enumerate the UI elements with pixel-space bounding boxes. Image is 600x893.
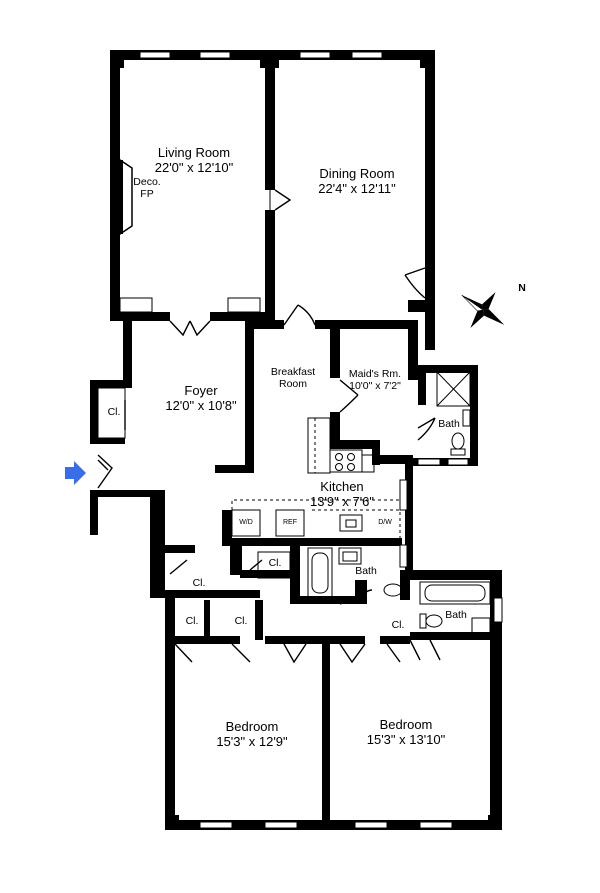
window	[447, 458, 469, 466]
window	[417, 458, 441, 466]
door-swing	[339, 589, 373, 605]
door-swing	[283, 643, 307, 664]
living-room-label: Living Room 22'0" x 12'10"	[154, 145, 234, 175]
door-swing	[409, 639, 441, 661]
window	[493, 597, 503, 623]
bath-label: Bath	[355, 565, 377, 577]
room-name: Room	[278, 377, 308, 390]
closet-label: Cl.	[192, 577, 206, 589]
room-name: Living Room	[157, 145, 231, 160]
window	[419, 821, 453, 829]
room-name: Dining Room	[319, 166, 395, 181]
room-name: Kitchen	[320, 479, 364, 494]
fireplace-label: Deco. FP	[133, 176, 161, 201]
door-swing	[174, 643, 193, 663]
toilet-icon	[425, 614, 443, 628]
kitchen-label: Kitchen 13'9" x 7'6"	[309, 479, 375, 509]
bathtub-icon	[419, 581, 491, 605]
foyer-label: Foyer 12'0" x 10'8"	[165, 383, 237, 413]
closet-label: Cl.	[185, 615, 199, 627]
window	[199, 51, 231, 59]
toilet-icon	[383, 583, 403, 597]
foyer-walls	[90, 320, 415, 535]
fireplace-line: Deco.	[133, 176, 161, 188]
window	[227, 297, 261, 313]
room-dimensions: 15'3" x 12'9"	[216, 733, 288, 749]
window	[399, 544, 408, 568]
sink-icon	[338, 547, 362, 565]
window	[199, 821, 233, 829]
compass-north-label: N	[518, 282, 526, 294]
door-swing	[231, 643, 251, 663]
window	[351, 51, 383, 59]
room-dimensions: 13'9" x 7'6"	[309, 493, 375, 509]
bedroom-walls	[165, 598, 502, 830]
entry-arrow-icon	[65, 461, 86, 485]
stove-icon	[329, 449, 363, 473]
closet-label: Cl.	[391, 619, 405, 631]
door-swing	[339, 379, 359, 413]
fireplace-line: FP	[140, 187, 154, 200]
door-swing	[339, 643, 366, 664]
maids-room-walls	[405, 320, 478, 466]
room-dimensions: 22'4" x 12'11"	[318, 180, 396, 196]
dining-room-walls	[265, 50, 435, 350]
room-name: Maid's Rm.	[348, 368, 402, 380]
door-swing	[417, 417, 436, 441]
room-dimensions: 12'0" x 10'8"	[165, 397, 237, 413]
double-door	[169, 320, 211, 337]
washer-dryer-icon	[231, 509, 261, 537]
sink-icon	[339, 514, 363, 532]
door-swing	[386, 643, 401, 663]
closet-label: Cl.	[234, 615, 248, 627]
toilet-icon	[451, 432, 465, 450]
bedroom-1-label: Bedroom 15'3" x 12'9"	[216, 719, 288, 749]
maids-room-label: Maid's Rm. 10'0" x 7'2"	[348, 368, 402, 393]
room-dimensions: 15'3" x 13'10"	[366, 731, 446, 747]
room-name: Bedroom	[379, 717, 433, 732]
kitchen-walls	[222, 320, 413, 575]
double-door	[274, 189, 292, 211]
window	[264, 821, 298, 829]
compass-icon	[461, 291, 505, 329]
window	[299, 51, 331, 59]
room-name: Breakfast	[270, 366, 316, 378]
dining-room-label: Dining Room 22'4" x 12'11"	[318, 166, 396, 196]
shower-icon	[436, 371, 471, 407]
room-name: Foyer	[184, 383, 218, 398]
closet-label: Cl.	[268, 557, 282, 569]
bath-label: Bath	[438, 418, 460, 430]
room-name: Bedroom	[225, 719, 279, 734]
entry-door	[97, 454, 113, 489]
dishwasher-label: D/W	[378, 519, 392, 526]
door-swing	[283, 304, 316, 326]
refrigerator-icon	[275, 509, 305, 537]
refrigerator-label: REF	[283, 519, 297, 526]
washer-dryer-label: W/D	[239, 519, 253, 526]
closet-label: Cl.	[107, 406, 121, 418]
window	[119, 297, 153, 313]
door-swing	[404, 267, 426, 299]
window	[354, 821, 388, 829]
bathtub-icon	[307, 547, 333, 599]
bath-label: Bath	[445, 609, 467, 621]
room-dimensions: 22'0" x 12'10"	[154, 159, 234, 175]
bedroom-2-label: Bedroom 15'3" x 13'10"	[366, 717, 446, 747]
breakfast-room-label: Breakfast Room	[270, 366, 316, 391]
window	[399, 479, 408, 511]
room-dimensions: 10'0" x 7'2"	[349, 379, 401, 392]
window	[139, 51, 171, 59]
